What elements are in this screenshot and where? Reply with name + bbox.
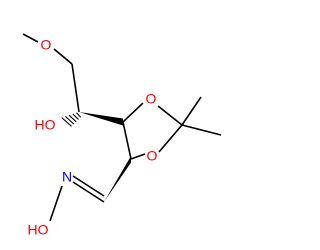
hash-bond-oh — [61, 112, 82, 127]
bond-ch2-choh — [71, 63, 80, 113]
atom-o-ring-bottom: O — [147, 148, 158, 164]
bond-c2-o1 — [158, 124, 183, 153]
bond-n-o — [49, 185, 63, 222]
bond-o-ch2 — [53, 48, 73, 65]
bond-o1-c5 — [130, 153, 146, 160]
atom-o-ring-top: O — [146, 91, 157, 107]
bond-c2-methyl-a — [181, 96, 202, 126]
bond-c5-c4 — [122, 121, 132, 160]
structure-canvas: O HO O O N HO — [22, 33, 222, 238]
bond-o3-c2 — [157, 105, 183, 126]
atom-n-oxime: N — [62, 169, 72, 185]
atom-o-methoxy: O — [41, 37, 52, 53]
bond-c4-o3 — [122, 102, 144, 123]
wedge-bond-c5-ch — [104, 156, 131, 202]
atom-o-hydroxyl: HO — [35, 117, 56, 133]
bond-methyl-o — [22, 33, 39, 43]
molecule-drawing: O HO O O N HO — [22, 33, 222, 238]
bond-c-n-a — [72, 181, 105, 203]
wedge-bond-choh-c4 — [79, 112, 123, 126]
bond-c2-methyl-b — [181, 124, 222, 136]
bond-c-n-b — [72, 175, 105, 197]
atom-o-oxime: HO — [28, 222, 49, 238]
